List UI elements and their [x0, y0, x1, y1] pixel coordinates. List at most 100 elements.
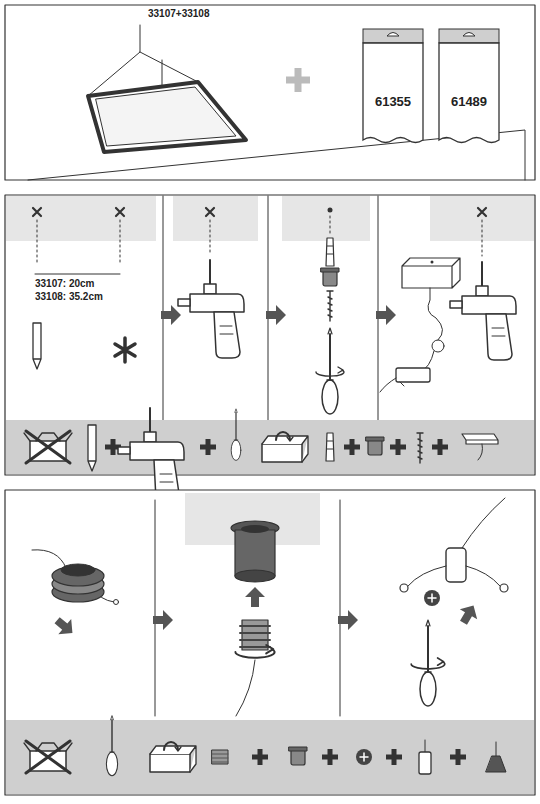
panel-mount-shape — [376, 305, 396, 325]
bag-outline — [362, 28, 424, 146]
panel-mount-shape — [328, 208, 333, 213]
panel-mount-shape — [390, 439, 406, 455]
panel-assembly-shape — [153, 610, 173, 630]
panel-assembly-shape — [235, 645, 274, 658]
panel-assembly-shape — [424, 590, 440, 606]
panel-mount-shape — [402, 258, 460, 288]
panel-assembly-shape — [6, 720, 534, 794]
panel-assembly-shape — [411, 658, 445, 669]
dimension: 33107: 20cm — [35, 278, 95, 290]
panel-top-shape — [88, 82, 246, 152]
panel-mount-shape — [6, 196, 156, 241]
panel-mount-shape — [37, 216, 482, 262]
panel-mount-shape — [417, 433, 423, 463]
panel-assembly-shape — [386, 749, 402, 765]
panel-mount-shape — [380, 378, 404, 392]
panel-assembly-shape — [500, 584, 508, 592]
panel-mount-shape — [33, 208, 41, 216]
panel-mount-shape — [88, 425, 96, 471]
panel-assembly-shape — [322, 749, 338, 765]
panel-assembly-shape — [242, 620, 268, 650]
panel-assembly-shape — [455, 600, 482, 627]
panel-mount-shape — [161, 305, 181, 325]
panel-assembly-shape — [419, 740, 431, 774]
bag-header — [363, 29, 423, 43]
panel-mount-shape — [327, 291, 333, 321]
panel-mount-shape — [366, 437, 384, 455]
panel-assembly-shape — [150, 742, 196, 772]
panel-mount-shape — [24, 431, 72, 463]
panel-mount-shape — [430, 196, 534, 241]
panel-assembly-shape — [245, 587, 265, 607]
parts-bag: 61355 — [362, 28, 424, 146]
panel-assembly-shape — [212, 750, 228, 764]
panel-assembly-shape — [411, 658, 445, 669]
part-number: 61355 — [362, 94, 424, 109]
panel-mount-shape — [173, 196, 258, 241]
bag-body — [363, 43, 423, 143]
panel-assembly-shape — [155, 500, 340, 716]
panel-assembly-shape — [245, 587, 265, 607]
bag-header — [439, 29, 499, 43]
panel-mount-shape — [116, 208, 124, 216]
panel-assembly-shape — [114, 600, 119, 605]
panel-assembly-shape — [236, 660, 255, 716]
panel-assembly-shape — [289, 747, 307, 765]
panel-assembly-shape — [446, 548, 466, 582]
panel-mount-shape — [462, 434, 498, 460]
panel-assembly-shape — [356, 749, 372, 765]
bag-body — [439, 43, 499, 143]
panel-assembly-shape — [252, 749, 268, 765]
panel-mount-shape — [344, 439, 360, 455]
panel-assembly-shape — [462, 498, 505, 548]
panel-assembly-shape — [106, 716, 117, 776]
bag-outline — [438, 28, 500, 146]
panel-mount-shape — [178, 260, 244, 358]
panel-assembly-shape — [51, 613, 79, 641]
panel-assembly-shape — [241, 525, 269, 533]
part-number: 61489 — [438, 94, 500, 109]
panel-mount-shape — [431, 261, 434, 264]
panel-mount-shape — [163, 196, 378, 420]
panel-mount-shape — [326, 433, 334, 461]
panel-mount-shape — [231, 409, 241, 461]
panel-assembly-shape — [338, 610, 358, 630]
bag-hole — [387, 33, 399, 37]
panel-assembly-shape — [235, 530, 275, 576]
panel-mount-shape — [206, 208, 214, 216]
panel-mount-shape — [262, 432, 308, 462]
panel-mount-shape — [432, 340, 444, 352]
panel-assembly-shape — [32, 550, 114, 602]
panel-mount-shape — [6, 420, 534, 474]
panel-mount-shape — [200, 439, 216, 455]
panel-mount-shape — [478, 208, 486, 216]
panel-mount-shape — [326, 238, 334, 266]
panel-mount-shape — [282, 196, 370, 241]
panel-assembly-shape — [408, 566, 500, 586]
panel-assembly-shape — [240, 626, 270, 647]
panel-assembly-shape — [106, 716, 117, 776]
panel-mount-shape — [231, 409, 241, 461]
panel-mount-shape — [432, 439, 448, 455]
panel-top-shape — [5, 5, 535, 180]
panel-assembly-shape — [486, 742, 506, 772]
panel-mount-shape — [266, 305, 286, 325]
panel-mount-shape — [35, 274, 120, 275]
panel-mount-shape — [321, 268, 339, 286]
panel-assembly-shape — [51, 613, 79, 641]
panel-mount-shape — [428, 288, 443, 340]
panel-mount-shape — [396, 368, 430, 382]
panel-mount-shape — [316, 367, 344, 376]
panel-assembly — [5, 490, 535, 795]
panel-mount-shape — [5, 195, 535, 475]
panel-top — [5, 5, 535, 180]
panel-mount-shape — [115, 338, 135, 362]
panel-assembly-shape — [61, 564, 95, 576]
panel-assembly-shape — [24, 741, 72, 773]
panel-mount-shape — [33, 323, 41, 369]
panel-assembly-shape — [5, 490, 535, 795]
panel-assembly-shape — [420, 620, 436, 706]
panel-mount-shape — [450, 262, 516, 360]
panel-top-shape — [96, 87, 236, 146]
